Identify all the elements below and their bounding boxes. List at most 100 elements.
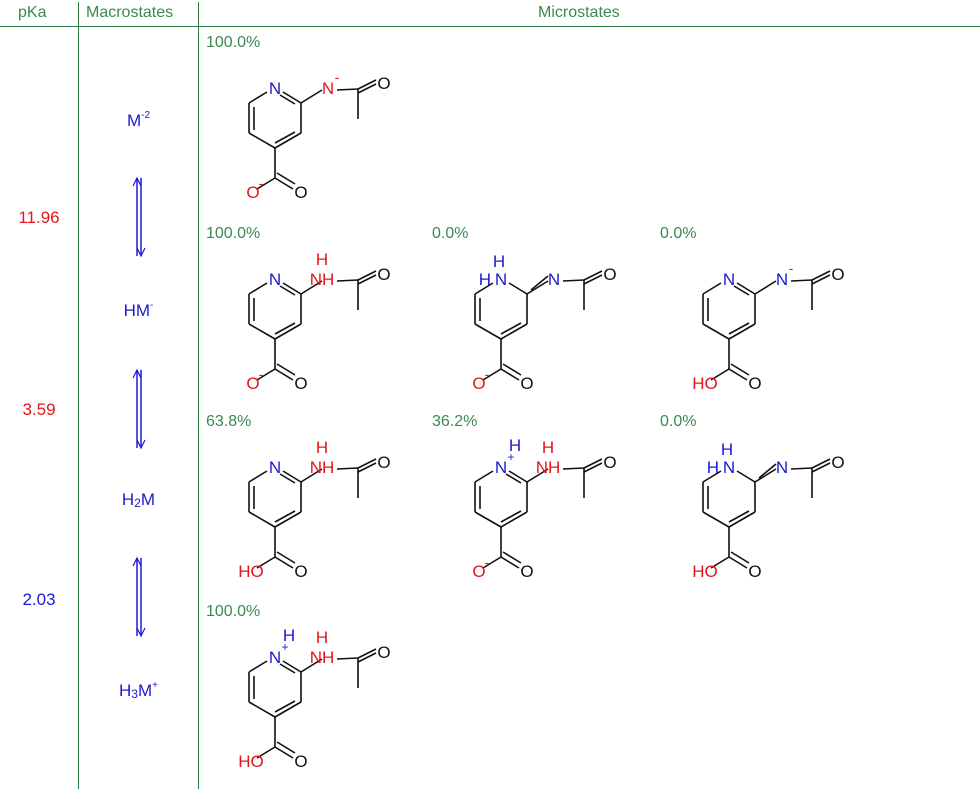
- hydroxyl-label: HO: [238, 562, 264, 581]
- bond: [710, 556, 730, 569]
- macrostate-charge: +: [152, 680, 158, 691]
- bond: [702, 323, 730, 340]
- macrostate-charge: -: [150, 300, 154, 311]
- bond: [274, 700, 296, 713]
- bond: [474, 511, 502, 528]
- bond: [736, 282, 756, 295]
- bond: [300, 280, 323, 295]
- bond: [500, 556, 520, 569]
- carbonyl-oxygen-label: O: [831, 265, 844, 284]
- bond: [276, 741, 296, 754]
- bond: [702, 470, 722, 483]
- ring-charge-plus: +: [281, 640, 288, 654]
- macrostate-h3m: H3M+: [79, 680, 198, 701]
- bond: [357, 462, 377, 473]
- bond: [248, 470, 268, 483]
- bond: [728, 323, 756, 340]
- bond: [248, 91, 268, 104]
- microstates-header: Microstates: [538, 4, 620, 21]
- bond: [274, 132, 302, 149]
- macrostate-subscript: 3: [131, 687, 138, 701]
- hydroxyl-label: HO: [692, 562, 718, 581]
- bond: [733, 285, 750, 296]
- microstate-percent: 100.0%: [206, 603, 261, 620]
- carboxyl-oxygen-label: O: [294, 374, 307, 393]
- ring-plus-hydrogen-label: H: [509, 436, 521, 455]
- bond: [500, 511, 528, 528]
- carbonyl-oxygen-label: O: [377, 643, 390, 662]
- amide-nitrogen-label: N: [322, 79, 334, 98]
- bond: [274, 511, 302, 528]
- bond: [357, 83, 377, 94]
- bond: [728, 368, 748, 381]
- bond: [811, 270, 831, 281]
- bond: [790, 467, 813, 470]
- bond: [730, 363, 750, 376]
- bond: [730, 551, 750, 564]
- bond: [274, 368, 294, 381]
- bond: [526, 468, 549, 483]
- bond: [279, 473, 296, 484]
- amide-charge-minus: -: [335, 69, 340, 85]
- bond: [728, 511, 756, 528]
- ring-nitrogen-label: N: [269, 79, 281, 98]
- bond: [300, 658, 323, 673]
- bond: [248, 660, 268, 673]
- amide-hydrogen-label: H: [316, 628, 328, 647]
- pka-header: pKa: [18, 4, 47, 21]
- bond: [274, 556, 294, 569]
- macrostate-prefix: H: [121, 490, 135, 509]
- ring-nitrogen-label: N: [723, 270, 735, 289]
- carbonyl-oxygen-label: O: [377, 453, 390, 472]
- carbonyl-oxygen-label: O: [831, 453, 844, 472]
- ring-nh-label: H: [479, 270, 491, 289]
- bond: [500, 510, 522, 523]
- microstate-percent: 0.0%: [432, 225, 469, 242]
- bond: [336, 657, 359, 660]
- bond: [728, 510, 750, 523]
- bond: [276, 551, 296, 564]
- ring-nh-hydrogen-label: H: [493, 252, 505, 271]
- bond: [500, 322, 522, 335]
- bond: [526, 280, 549, 295]
- bond: [702, 282, 722, 295]
- carboxylate-oxygen-label: O: [472, 562, 485, 581]
- ring-nitrogen-label: N: [495, 458, 507, 477]
- bond: [256, 556, 276, 569]
- ring-nitrogen-label: N: [495, 270, 507, 289]
- bond: [274, 322, 296, 335]
- amide-nh-label: NH: [310, 648, 335, 667]
- macrostate-label: M: [137, 681, 153, 700]
- carboxylate-charge-minus: -: [485, 554, 490, 570]
- equilibrium-arrow-icon: [132, 368, 146, 450]
- bond: [282, 91, 302, 104]
- carbonyl-oxygen-label: O: [603, 453, 616, 472]
- bond: [505, 473, 522, 484]
- bond: [274, 131, 296, 144]
- bond: [500, 368, 520, 381]
- macrostate-hm: HM-: [79, 300, 198, 321]
- microstate-percent: 0.0%: [660, 413, 697, 430]
- bond: [300, 468, 323, 483]
- bond: [248, 282, 268, 295]
- bond: [811, 274, 831, 285]
- bond: [274, 323, 302, 340]
- bond: [530, 275, 549, 291]
- amide-charge-minus: -: [789, 260, 794, 276]
- macrostate-prefix: H: [119, 681, 132, 700]
- macrostate-charge: -2: [141, 110, 151, 121]
- carboxylate-oxygen-label: O: [246, 183, 259, 202]
- bond: [583, 462, 603, 473]
- bond: [474, 470, 494, 483]
- macrostate-h2m: H2M: [79, 490, 198, 510]
- bond: [274, 746, 294, 759]
- bond: [248, 511, 276, 528]
- ring-nh-label: H: [707, 458, 719, 477]
- macrostate-subscript: 2: [134, 496, 141, 510]
